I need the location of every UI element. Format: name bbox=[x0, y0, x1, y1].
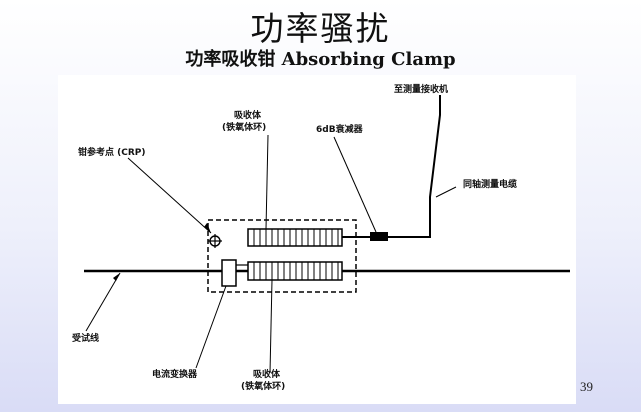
label-absorber-top-1: 吸收体 bbox=[234, 109, 262, 121]
clamp-enclosure bbox=[207, 219, 357, 293]
current-transformer-block bbox=[221, 259, 237, 287]
lower-absorber-rings bbox=[247, 261, 343, 281]
crp-arrowhead bbox=[204, 223, 211, 233]
transformer-leader bbox=[195, 285, 227, 369]
absorber-top-leader bbox=[265, 134, 269, 230]
label-attenuator: 6dB衰减器 bbox=[316, 123, 364, 135]
crp-leader bbox=[127, 157, 212, 234]
label-current-transformer: 电流变换器 bbox=[152, 368, 198, 380]
crp-symbol bbox=[208, 234, 222, 248]
slide-title: 功率骚扰 bbox=[250, 9, 391, 48]
lead-leader bbox=[85, 272, 121, 332]
label-absorber-bottom-1: 吸收体 bbox=[253, 368, 281, 380]
label-absorber-top-2: (铁氧体环) bbox=[222, 121, 266, 133]
diagram-canvas: 至测量接收机 吸收体 (铁氧体环) 6dB衰减器 钳参考点 (CRP) 同轴测量… bbox=[72, 83, 570, 392]
coax-cable-path bbox=[388, 95, 441, 238]
lead-arrowhead bbox=[113, 273, 120, 281]
attenuator-block bbox=[370, 232, 388, 241]
label-absorber-bottom-2: (铁氧体环) bbox=[241, 380, 285, 392]
label-lead-under-test: 受试线 bbox=[72, 332, 99, 344]
label-coax-cable: 同轴测量电缆 bbox=[463, 178, 517, 190]
absorber-bottom-leader bbox=[269, 279, 273, 374]
absorbing-clamp-diagram: 至测量接收机 吸收体 (铁氧体环) 6dB衰减器 钳参考点 (CRP) 同轴测量… bbox=[58, 75, 576, 404]
page-number: 39 bbox=[580, 379, 593, 394]
label-crp: 钳参考点 (CRP) bbox=[78, 146, 146, 158]
coax-leader bbox=[435, 186, 457, 198]
label-to-receiver: 至测量接收机 bbox=[394, 83, 448, 95]
upper-absorber-rings bbox=[247, 228, 343, 247]
attenuator-leader bbox=[333, 136, 377, 233]
slide-subtitle: 功率吸收钳 Absorbing Clamp bbox=[185, 49, 456, 70]
